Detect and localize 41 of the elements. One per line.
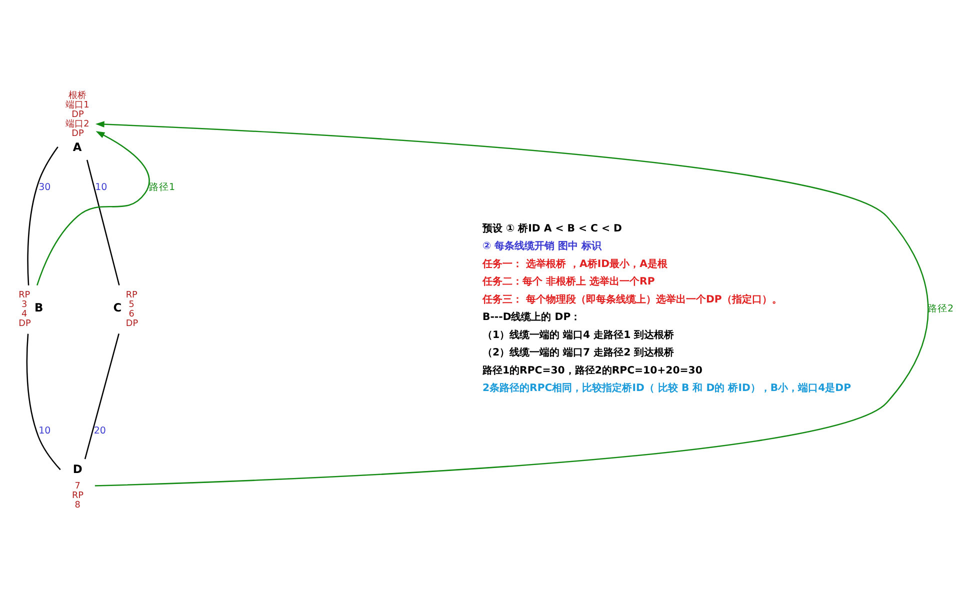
- node-label: 端口1: [66, 100, 90, 111]
- node-label: 6: [128, 310, 134, 320]
- connector: [26, 334, 61, 470]
- label: （1）线缆一端的 端口4 走路径1 到达根桥: [482, 330, 674, 341]
- arrow: [36, 131, 150, 286]
- edge-label: 10: [38, 425, 51, 436]
- node-text: A: [72, 140, 82, 154]
- label: 路径1的RPC=30，路径2的RPC=10+20=30: [482, 365, 702, 376]
- label: 任务一： 选举根桥 ，A桥ID最小，A是根: [482, 258, 668, 270]
- node-label: DP: [72, 110, 84, 120]
- node-text: C: [113, 300, 122, 315]
- label: 预设 ① 桥ID A < B < C < D: [482, 223, 622, 234]
- node-label: 5: [128, 300, 134, 310]
- edge-label: 路径1: [149, 182, 176, 194]
- edge-label: 10: [95, 182, 108, 194]
- node-label: DP: [126, 319, 138, 330]
- arrow: [94, 121, 928, 486]
- node-label: RP: [126, 290, 138, 301]
- label: ② 每条线缆开销 图中 标识: [482, 241, 602, 252]
- edge-label: 30: [38, 182, 51, 194]
- label: 任务三： 每个物理段（即每条线缆上）选举出一个DP（指定口）。: [482, 294, 782, 306]
- label: 2条路径的RPC相同，比较指定桥ID（ 比较 B 和 D的 桥ID），B小，端口4是DP: [482, 383, 852, 394]
- node-label: RP: [72, 490, 84, 501]
- node-label: DP: [18, 319, 31, 330]
- node-text: D: [72, 462, 82, 476]
- label: B---D线缆上的 DP：: [482, 312, 581, 324]
- node-label: RP: [18, 290, 30, 301]
- connector: [84, 334, 120, 460]
- node-text: B: [34, 300, 44, 315]
- connector: [27, 146, 58, 286]
- connector: [86, 160, 120, 286]
- node-label: 端口2: [66, 120, 90, 130]
- label: （2）线缆一端的 端口7 走路径2 到达根桥: [482, 348, 674, 359]
- node-label: DP: [72, 129, 84, 140]
- label: 任务二：每个 非根桥上 选举出一个RP: [482, 276, 655, 288]
- node-label: 7: [74, 481, 80, 492]
- node-label: 4: [22, 310, 28, 320]
- node-label: 3: [22, 300, 28, 310]
- node-label: 8: [74, 500, 80, 510]
- edge-label: 20: [94, 425, 106, 436]
- node-label: 根桥: [68, 91, 86, 102]
